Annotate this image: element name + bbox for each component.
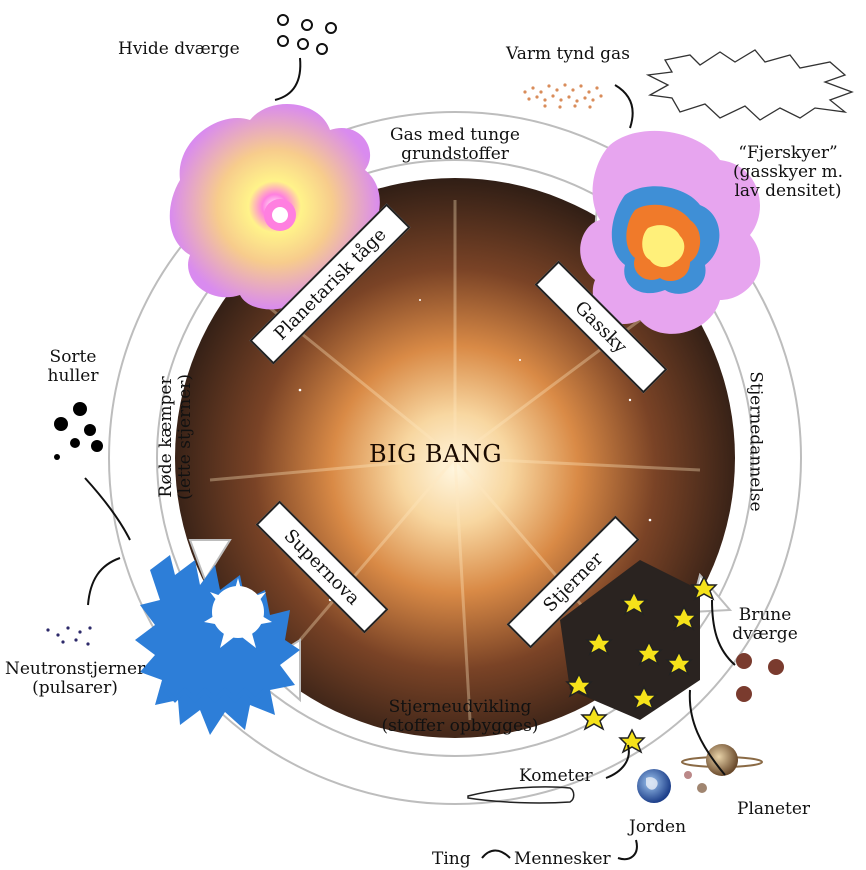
arrow-label-top: Gas med tunge grundstoffer — [360, 126, 550, 164]
brown-dwarfs-icon — [736, 653, 784, 702]
feather-clouds-icon — [648, 50, 852, 120]
label-things: Ting — [432, 850, 471, 869]
label-neutron-stars-line2: (pulsarer) — [5, 679, 145, 698]
connector-warm-gas — [615, 85, 633, 128]
arrow-label-bottom: Stjerneudvikling (stoffer opbygges) — [355, 698, 565, 736]
arrow-label-bottom-line2: (stoffer opbygges) — [355, 717, 565, 736]
connector-white-dwarfs — [275, 58, 300, 100]
label-brown-dwarfs: Brune dværge — [725, 606, 805, 644]
connector-things — [482, 851, 510, 859]
label-brown-dwarfs-line2: dværge — [725, 625, 805, 644]
label-black-holes-line1: Sorte — [28, 348, 118, 367]
label-feather-clouds-line3: lav densitet) — [718, 182, 858, 201]
neutron-stars-icon — [46, 626, 91, 645]
label-feather-clouds-line1: “Fjerskyer” — [718, 144, 858, 163]
label-feather-clouds: “Fjerskyer” (gasskyer m. lav densitet) — [718, 144, 858, 201]
label-feather-clouds-line2: (gasskyer m. — [718, 163, 858, 182]
warm-gas-icon — [523, 83, 602, 108]
connector-neutron-stars — [88, 558, 120, 605]
arrow-label-top-line1: Gas med tunge — [360, 126, 550, 145]
label-neutron-stars: Neutronstjerner (pulsarer) — [5, 660, 145, 698]
connector-people — [618, 840, 637, 859]
label-warm-gas: Varm tynd gas — [506, 45, 630, 64]
label-neutron-stars-line1: Neutronstjerner — [5, 660, 145, 679]
arrow-label-left: Røde kæmper (lette stjerner) — [157, 347, 195, 527]
arrow-label-left-line2: (lette stjerner) — [176, 347, 195, 527]
earth-icon — [637, 769, 671, 803]
arrow-label-left-line1: Røde kæmper — [157, 347, 176, 527]
label-black-holes-line2: huller — [28, 367, 118, 386]
label-brown-dwarfs-line1: Brune — [725, 606, 805, 625]
label-earth: Jorden — [629, 818, 686, 837]
label-people: Mennesker — [514, 850, 611, 869]
arrow-label-right: Stjernedannelse — [746, 362, 765, 522]
arrow-label-bottom-line1: Stjerneudvikling — [355, 698, 565, 717]
black-holes-icon — [54, 402, 103, 460]
white-dwarfs-icon — [278, 15, 336, 54]
center-title: BIG BANG — [369, 440, 502, 468]
label-planets: Planeter — [737, 800, 810, 819]
arrow-label-top-line2: grundstoffer — [360, 145, 550, 164]
label-comets: Kometer — [519, 767, 593, 786]
planets-icon — [682, 744, 762, 793]
label-black-holes: Sorte huller — [28, 348, 118, 386]
label-white-dwarfs: Hvide dværge — [118, 40, 240, 59]
